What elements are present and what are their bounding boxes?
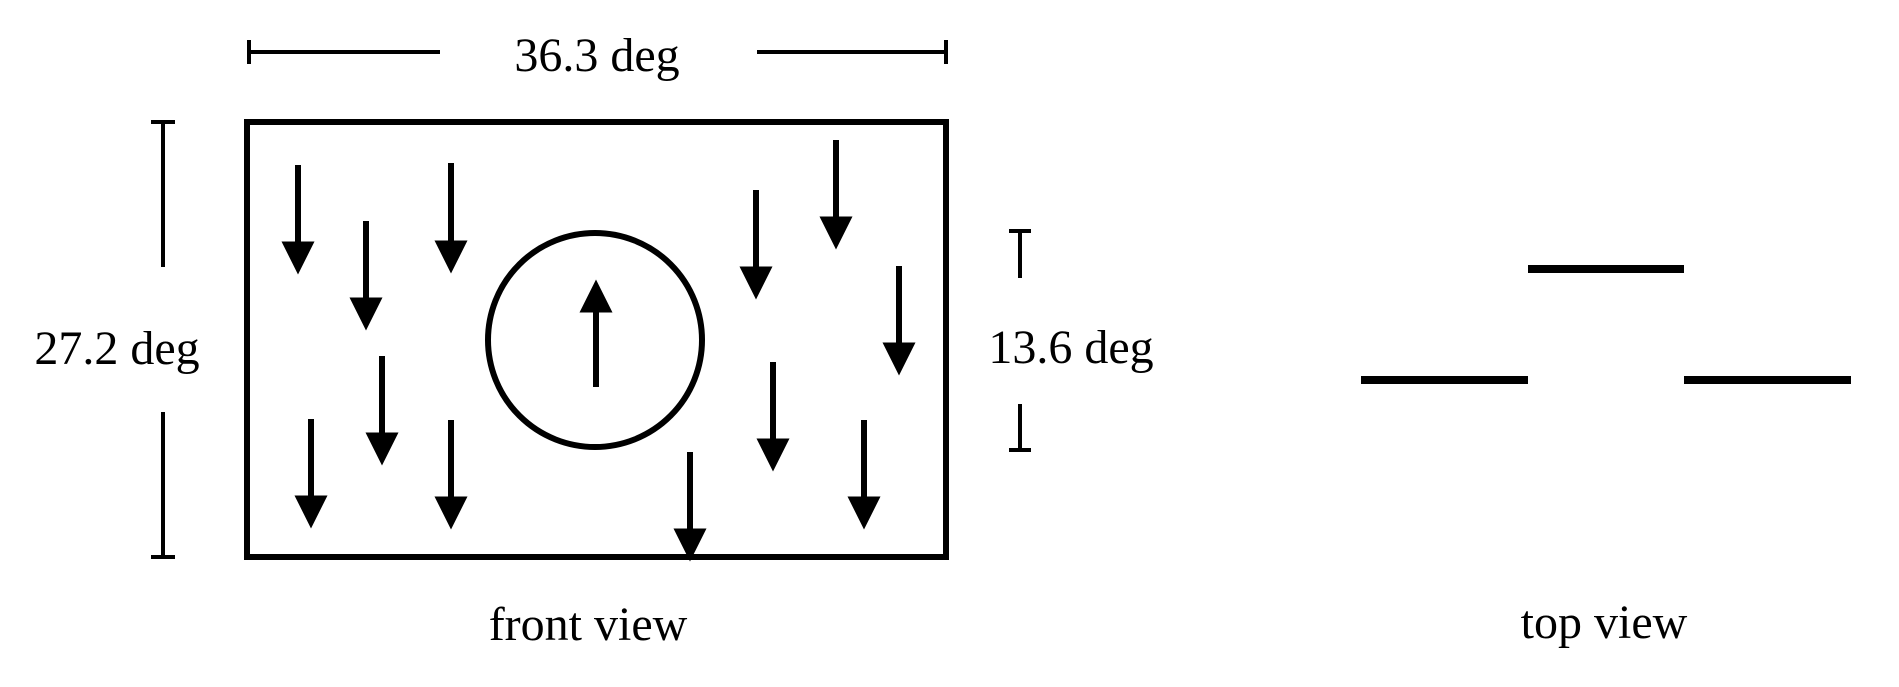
top-view-caption: top view	[1521, 596, 1688, 649]
display-frame	[244, 119, 949, 560]
height-dimension: 27.2 deg	[34, 120, 200, 559]
width-dimension-label: 36.3 deg	[514, 29, 679, 82]
surround-arrows	[281, 140, 916, 562]
front-view-caption: front view	[489, 598, 688, 651]
top-view	[1361, 265, 1851, 384]
center-disk	[485, 230, 705, 450]
center-dimension-label: 13.6 deg	[988, 321, 1153, 374]
width-dimension: 36.3 deg	[247, 29, 948, 82]
center-dimension: 13.6 deg	[988, 229, 1154, 452]
front-view: 36.3 deg 27.2 deg	[34, 29, 1153, 651]
height-dimension-label: 27.2 deg	[34, 322, 199, 375]
